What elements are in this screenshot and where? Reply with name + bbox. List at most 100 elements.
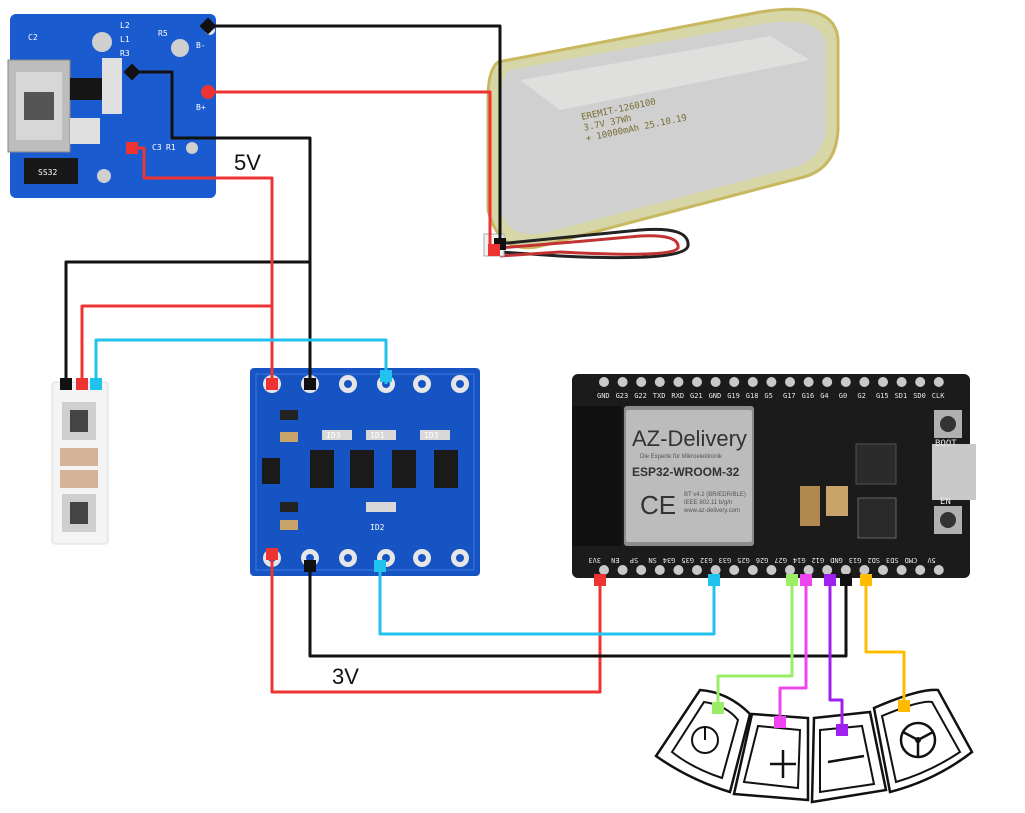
esp32-bottom-pin-label: SP xyxy=(630,556,638,564)
esp32-bottom-pin-label: G32 xyxy=(700,556,713,564)
esp32-board: AZ-Delivery Die Experte für Mikroelektro… xyxy=(572,374,976,578)
esp32-top-pin-label: G16 xyxy=(802,392,815,400)
wire-endpoints xyxy=(60,17,910,736)
esp32-top-pin-label: G4 xyxy=(820,392,828,400)
wire-plus-button xyxy=(778,580,808,722)
esp32-top-pin-label: GND xyxy=(709,392,722,400)
esp32-bottom-pin-label: G12 xyxy=(812,556,825,564)
boot-button-label: BOOT xyxy=(935,439,957,449)
esp32-top-pin xyxy=(599,377,609,387)
charger-silk-bplus: B+ xyxy=(196,103,206,112)
charger-silk-r3: R3 xyxy=(120,49,130,58)
wire-power-button xyxy=(716,580,794,708)
esp32-bottom-pin xyxy=(859,565,870,575)
esp32-top-pin-label: TXD xyxy=(653,392,666,400)
esp32-top-pin-label: G5 xyxy=(764,392,772,400)
esp32-bottom-pin xyxy=(747,565,758,575)
esp32-bottom-pin xyxy=(915,565,926,575)
esp32-bottom-pin-label: G25 xyxy=(737,556,750,564)
esp32-top-pin xyxy=(692,377,702,387)
esp32-bottom-pin xyxy=(840,565,851,575)
minus-icon xyxy=(827,754,865,764)
wire-gnd-trunk xyxy=(132,70,312,384)
shifter-silk-3: ID3 xyxy=(424,431,439,440)
charger-silk-r5: R5 xyxy=(158,29,168,38)
level-shifter: ID3 ID1 ID3 ID2 xyxy=(250,368,480,576)
esp32-bottom-pin xyxy=(766,565,777,575)
esp32-top-pin xyxy=(933,377,944,387)
esp32-top-pin xyxy=(915,377,926,387)
esp32-bottom-pin-label: SD3 xyxy=(886,556,899,564)
esp32-bottom-pin xyxy=(654,565,665,575)
wire-5v-led xyxy=(80,304,272,384)
esp32-bottom-pin xyxy=(803,565,814,575)
esp32-bottom-pin xyxy=(673,565,684,575)
wire-3v xyxy=(270,558,602,694)
esp32-top-pin xyxy=(840,377,851,387)
esp32-bottom-pin xyxy=(785,565,795,575)
esp32-bottom-pin xyxy=(878,565,888,575)
esp32-top-pin xyxy=(859,377,870,387)
label-5v: 5V xyxy=(234,150,261,175)
wire-led-data xyxy=(94,338,388,384)
charger-silk-c3: C3 xyxy=(152,143,162,152)
esp32-module-line-1: BT v4.2 (BR/EDR/BLE) xyxy=(684,492,746,498)
wire-gnd-led xyxy=(64,260,310,384)
esp32-bottom-pin-label: G35 xyxy=(681,556,694,564)
shifter-silk-1: ID3 xyxy=(326,431,341,440)
esp32-top-pin-label: G23 xyxy=(616,392,629,400)
esp32-top-pin-label: G2 xyxy=(857,392,865,400)
plus-icon xyxy=(770,750,796,778)
esp32-top-pin xyxy=(878,377,888,387)
en-button-label: EN xyxy=(940,497,951,507)
esp32-bottom-pin-label: 5V xyxy=(927,556,936,564)
esp32-module-name: ESP32-WROOM-32 xyxy=(632,465,740,479)
esp32-top-pin xyxy=(766,377,777,387)
esp32-module-line-2: IEEE 802.11 b/g/n xyxy=(684,500,732,506)
charger-silk-c2: C2 xyxy=(28,33,38,42)
esp32-bottom-pin xyxy=(599,565,609,575)
charger-silk-r1: R1 xyxy=(166,143,176,152)
esp32-bottom-pin-label: CMD xyxy=(905,556,918,564)
esp32-top-pin-label: G17 xyxy=(783,392,796,400)
esp32-top-pin-label: G15 xyxy=(876,392,889,400)
esp32-bottom-pin-label: G33 xyxy=(719,556,732,564)
esp32-bottom-pin-label: G26 xyxy=(756,556,769,564)
wires xyxy=(64,24,906,730)
wire-steering-button xyxy=(864,580,906,706)
esp32-top-pin-label: G18 xyxy=(746,392,759,400)
esp32-top-pin xyxy=(896,377,907,387)
esp32-top-pin xyxy=(822,377,833,387)
esp32-top-pin xyxy=(785,377,795,387)
wire-5v-trunk xyxy=(132,146,274,384)
lipo-battery: EREMIT-1260100 3.7V 37Wh + 10000mAh 25.1… xyxy=(483,7,840,260)
esp32-bottom-pin-label: G14 xyxy=(793,556,806,564)
esp32-top-pin-label: SD1 xyxy=(895,392,908,400)
esp32-bottom-pin xyxy=(617,565,628,575)
charger-module: SS32 L2 L1 R3 R5 C2 C3 R1 B- B+ xyxy=(7,14,216,198)
steering-wheel-icon xyxy=(899,721,937,759)
esp32-bottom-pin-label: GND xyxy=(830,556,843,564)
esp32-top-pin xyxy=(673,377,684,387)
charger-silk-bminus: B- xyxy=(196,41,206,50)
esp32-bottom-pin-label: SD2 xyxy=(867,556,880,564)
esp32-top-pin xyxy=(729,377,740,387)
esp32-top-pin-label: G19 xyxy=(727,392,740,400)
shifter-silk-2: ID1 xyxy=(370,431,385,440)
esp32-top-pin-label: SD0 xyxy=(913,392,926,400)
esp32-bottom-pin-label: EN xyxy=(611,556,619,564)
esp32-top-pin xyxy=(636,377,647,387)
esp32-bottom-pin-label: G13 xyxy=(849,556,862,564)
esp32-top-pin xyxy=(803,377,814,387)
esp32-bottom-pin-label: 3V3 xyxy=(588,556,601,564)
wire-data-low xyxy=(378,566,716,636)
esp32-bottom-pin xyxy=(896,565,907,575)
esp32-top-pin-label: G21 xyxy=(690,392,703,400)
charger-silk-l2: L2 xyxy=(120,21,130,30)
esp32-bottom-pin xyxy=(822,565,833,575)
shifter-silk-4: ID2 xyxy=(370,523,385,532)
ce-mark: CE xyxy=(640,490,676,520)
esp32-bottom-pin-label: SN xyxy=(648,556,656,564)
esp32-top-pin xyxy=(654,377,665,387)
